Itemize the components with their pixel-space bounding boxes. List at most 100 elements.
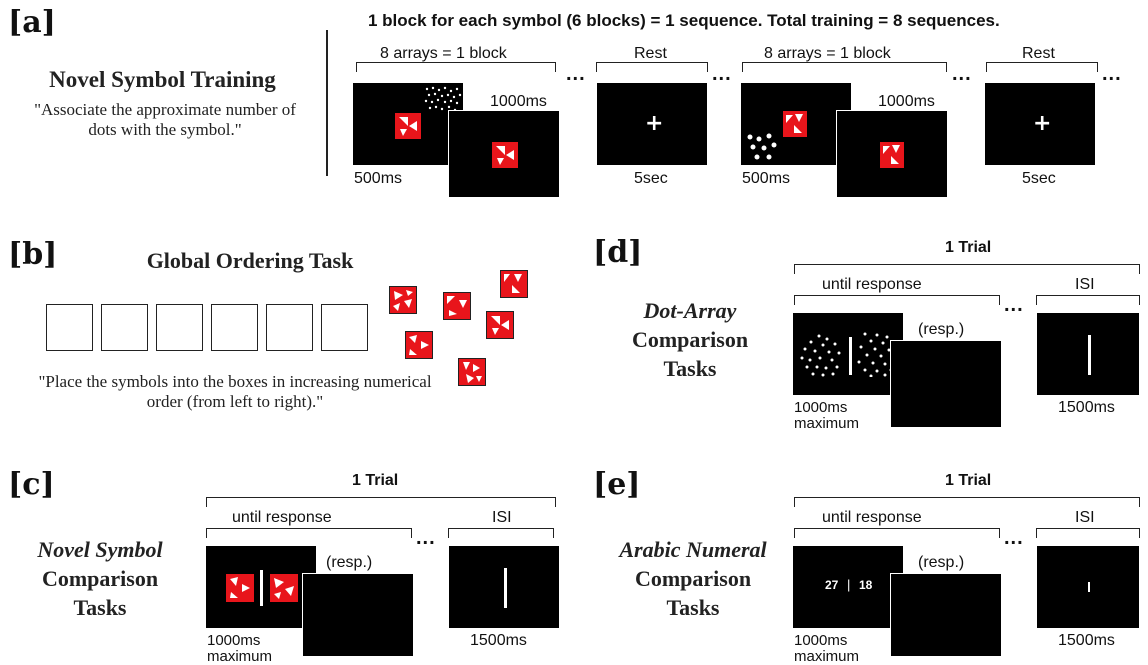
task-name: Arabic Numeral — [619, 537, 767, 562]
until-response-label: until response — [822, 509, 922, 526]
stim-time: 1000ms — [207, 632, 261, 649]
isi-bracket — [1036, 295, 1140, 305]
order-box — [321, 304, 368, 351]
time-rest: 5sec — [1022, 170, 1056, 187]
block1-bracket — [356, 62, 556, 72]
fixation-cross: + — [1033, 111, 1052, 136]
rest-screen: + — [984, 82, 1096, 166]
training-screen-symbol-dots — [740, 82, 852, 166]
blank-response-screen — [302, 573, 414, 657]
dot-array-icon — [747, 133, 777, 160]
training-screen-symbol-dots — [352, 82, 464, 166]
separator-bar — [849, 337, 852, 375]
trial-label: 1 Trial — [945, 472, 992, 489]
novel-symbol-icon — [783, 111, 807, 137]
fixation-bar — [504, 568, 507, 608]
block1-label: 8 arrays = 1 block — [380, 45, 507, 62]
time-1000ms: 1000ms — [878, 93, 935, 110]
response-bracket — [206, 528, 412, 538]
response-label: (resp.) — [326, 554, 373, 571]
blank-response-screen — [890, 573, 1002, 657]
panel-a-instruction: "Associate the approximate number of dot… — [34, 100, 296, 140]
separator-bar — [260, 570, 263, 606]
ellipsis: ... — [566, 63, 586, 85]
numeral-right: 18 — [859, 578, 873, 592]
isi-screen — [1036, 312, 1140, 396]
novel-symbol-icon — [226, 574, 254, 602]
ellipsis: ... — [416, 527, 436, 549]
task-name: Tasks — [663, 356, 717, 381]
panel-a-divider — [326, 30, 328, 176]
novel-symbol-icon — [492, 142, 518, 168]
until-response-label: until response — [232, 509, 332, 526]
order-box — [266, 304, 313, 351]
numeral-comparison-screen: 27 | 18 — [792, 545, 904, 629]
novel-symbol-icon[interactable] — [486, 311, 514, 339]
numeral-left: 27 — [825, 578, 839, 592]
training-screen-symbol — [448, 110, 560, 198]
fixation-bar — [1088, 582, 1090, 592]
novel-symbol-icon[interactable] — [389, 286, 417, 314]
rest1-bracket — [596, 62, 708, 72]
novel-symbol-icon — [395, 113, 421, 139]
trial-bracket — [794, 497, 1140, 507]
time-500ms: 500ms — [742, 170, 791, 187]
rest1-label: Rest — [634, 45, 667, 62]
panel-e-label: [e] — [593, 467, 641, 502]
response-bracket — [794, 528, 1000, 538]
symbol-comparison-screen — [205, 545, 317, 629]
fixation-bar — [1088, 335, 1091, 375]
stim-time-note: maximum — [794, 648, 860, 665]
trial-bracket — [794, 264, 1140, 274]
stim-time: 1000ms — [794, 632, 848, 649]
isi-bracket — [448, 528, 554, 538]
rest2-label: Rest — [1022, 45, 1055, 62]
order-box — [156, 304, 203, 351]
isi-time: 1500ms — [470, 632, 527, 649]
isi-bracket — [1036, 528, 1140, 538]
response-label: (resp.) — [918, 554, 965, 571]
panel-b-instruction: "Place the symbols into the boxes in inc… — [38, 372, 432, 412]
isi-label: ISI — [1075, 276, 1095, 293]
panel-b-label: [b] — [8, 237, 58, 272]
isi-time: 1500ms — [1058, 632, 1115, 649]
task-name: Comparison — [631, 327, 749, 352]
order-box — [46, 304, 93, 351]
block2-bracket — [742, 62, 947, 72]
task-name: Tasks — [666, 595, 720, 620]
task-name: Comparison — [634, 566, 752, 591]
novel-symbol-icon[interactable] — [405, 331, 433, 359]
dot-array-icon — [857, 332, 897, 377]
novel-symbol-icon[interactable] — [500, 270, 528, 298]
isi-label: ISI — [1075, 509, 1095, 526]
time-1000ms: 1000ms — [490, 93, 547, 110]
dot-array-icon — [800, 334, 841, 377]
isi-label: ISI — [492, 509, 512, 526]
panel-a-header: 1 block for each symbol (6 blocks) = 1 s… — [368, 11, 1000, 30]
rest2-bracket — [986, 62, 1098, 72]
panel-c-label: [c] — [8, 467, 55, 502]
separator-bar: | — [847, 577, 851, 592]
novel-symbol-icon[interactable] — [443, 292, 471, 320]
block2-label: 8 arrays = 1 block — [764, 45, 891, 62]
until-response-label: until response — [822, 276, 922, 293]
stim-time-note: maximum — [794, 415, 860, 432]
novel-symbol-icon — [880, 142, 904, 168]
time-500ms: 500ms — [354, 170, 403, 187]
ellipsis: ... — [712, 63, 732, 85]
novel-symbol-icon[interactable] — [458, 358, 486, 386]
rest-screen: + — [596, 82, 708, 166]
order-box — [211, 304, 258, 351]
task-name: Dot-Array — [643, 298, 737, 323]
novel-symbol-icon — [270, 574, 298, 602]
trial-label: 1 Trial — [945, 239, 992, 256]
ellipsis: ... — [1004, 527, 1024, 549]
dot-comparison-screen — [792, 312, 904, 396]
task-name: Comparison — [41, 566, 159, 591]
isi-screen — [1036, 545, 1140, 629]
response-label: (resp.) — [918, 321, 965, 338]
panel-a-title: Novel Symbol Training — [49, 67, 276, 92]
ellipsis: ... — [1004, 294, 1024, 316]
response-bracket — [794, 295, 1000, 305]
